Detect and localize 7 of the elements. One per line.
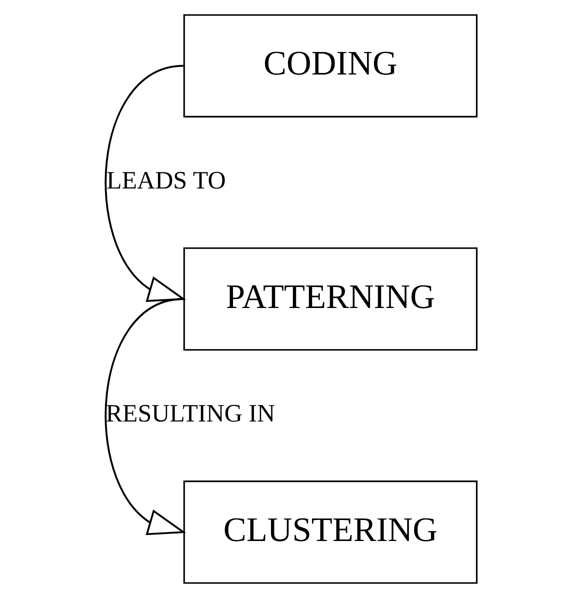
arrow <box>104 298 186 536</box>
node-box: CODING <box>182 14 478 118</box>
node-box: CLUSTERING <box>182 480 478 584</box>
node-box: PATTERNING <box>182 247 478 351</box>
edge-label: LEADS TO <box>106 167 226 194</box>
edge-label: RESULTING IN <box>105 400 275 428</box>
arrow <box>104 64 186 302</box>
